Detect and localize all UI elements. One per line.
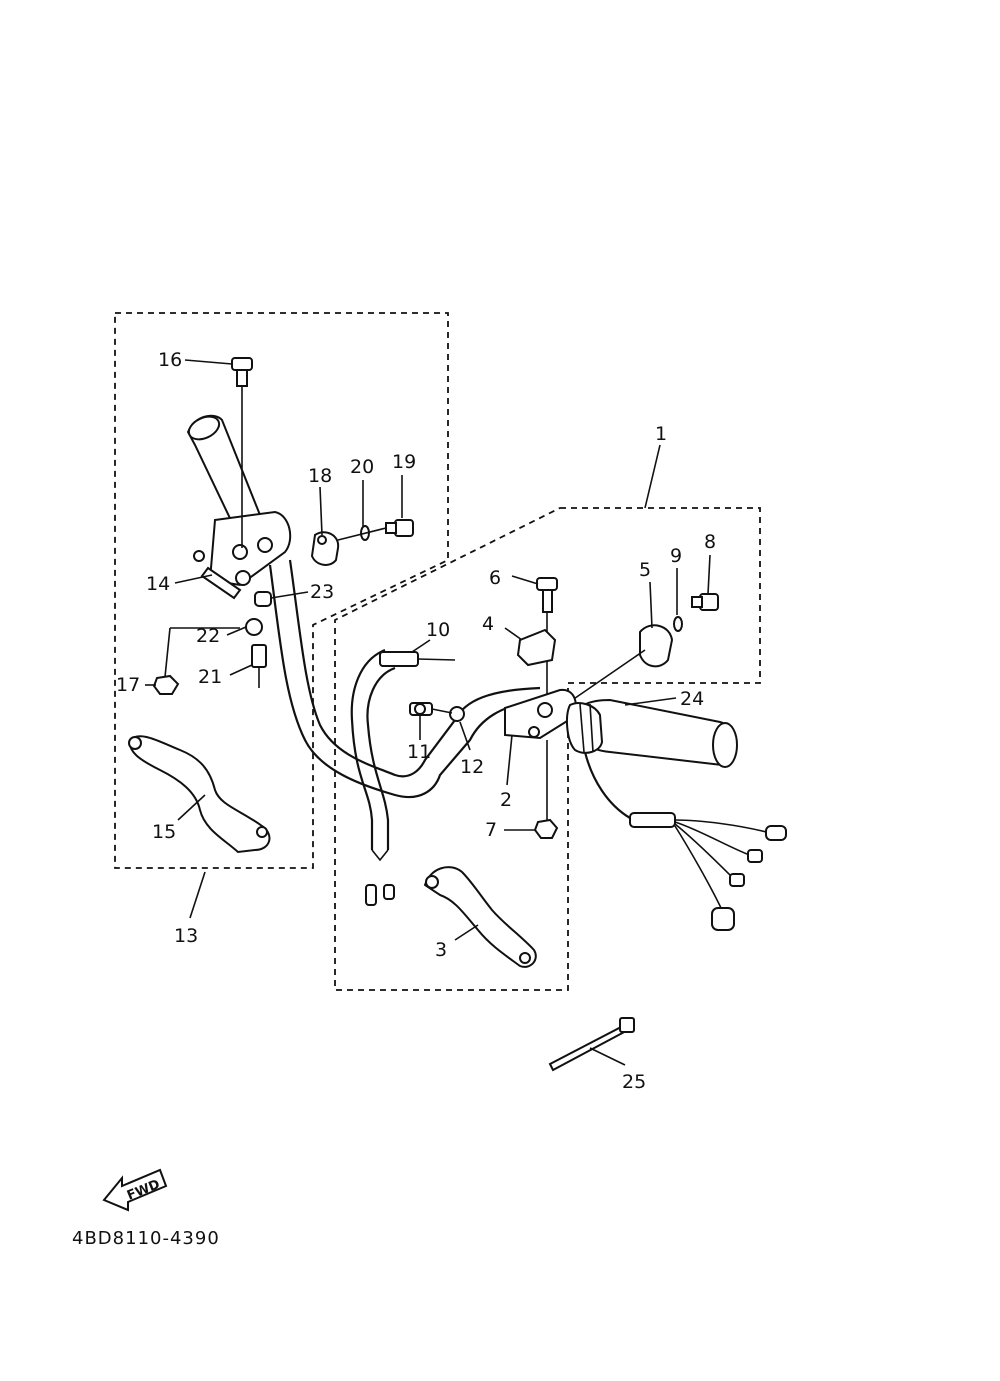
callout-24: 24 — [680, 688, 704, 710]
callout-14: 14 — [146, 573, 170, 595]
switch-4 — [516, 628, 557, 667]
callout-21: 21 — [198, 666, 222, 688]
leader-lines — [145, 359, 711, 1066]
callout-7: 7 — [485, 819, 497, 841]
callout-19: 19 — [392, 451, 416, 473]
plug-23 — [254, 591, 272, 607]
callout-20: 20 — [350, 456, 374, 478]
washer-12 — [449, 706, 465, 722]
callout-9: 9 — [670, 545, 682, 567]
callout-12: 12 — [460, 756, 484, 778]
callout-15: 15 — [152, 821, 176, 843]
callout-4: 4 — [482, 613, 494, 635]
callout-6: 6 — [489, 567, 501, 589]
cable-tie-25 — [548, 1017, 635, 1072]
callout-13: 13 — [174, 925, 198, 947]
forward-arrow-icon: FWD — [102, 1168, 168, 1212]
nut-22 — [245, 618, 263, 636]
wiring-harness — [583, 751, 787, 931]
callout-8: 8 — [704, 531, 716, 553]
bolt-16 — [231, 357, 253, 387]
bolt-6 — [536, 577, 558, 613]
callout-25: 25 — [622, 1071, 646, 1093]
nut-7 — [533, 818, 559, 839]
left-lever — [128, 735, 271, 854]
brake-switch-10 — [379, 651, 456, 667]
callout-3: 3 — [435, 939, 447, 961]
diagram-code: 4BD8110-4390 — [72, 1228, 220, 1249]
callout-17: 17 — [116, 674, 140, 696]
callout-16: 16 — [158, 349, 182, 371]
washer-9 — [673, 616, 683, 632]
callout-labels: 16 18 20 19 14 23 22 17 21 15 13 1 8 9 5… — [116, 349, 716, 1093]
left-grip-assembly — [186, 414, 292, 600]
bolt-21 — [251, 644, 267, 688]
right-grip — [566, 698, 738, 768]
handlebar — [268, 559, 541, 862]
callout-10: 10 — [426, 619, 450, 641]
adjuster-11 — [409, 702, 433, 716]
callout-23: 23 — [310, 581, 334, 603]
right-lever — [423, 866, 537, 968]
left-assembly-boundary — [114, 312, 449, 869]
callout-22: 22 — [196, 625, 220, 647]
screw-8 — [691, 593, 719, 611]
bracket-5 — [639, 624, 674, 668]
nut-17 — [152, 674, 180, 695]
callout-2: 2 — [500, 789, 512, 811]
callout-1: 1 — [655, 423, 667, 445]
screw-19 — [385, 519, 414, 537]
right-assembly-boundary — [334, 507, 761, 991]
callout-5: 5 — [639, 559, 651, 581]
callout-18: 18 — [308, 465, 332, 487]
wire-connectors — [365, 884, 395, 906]
callout-11: 11 — [407, 741, 431, 763]
